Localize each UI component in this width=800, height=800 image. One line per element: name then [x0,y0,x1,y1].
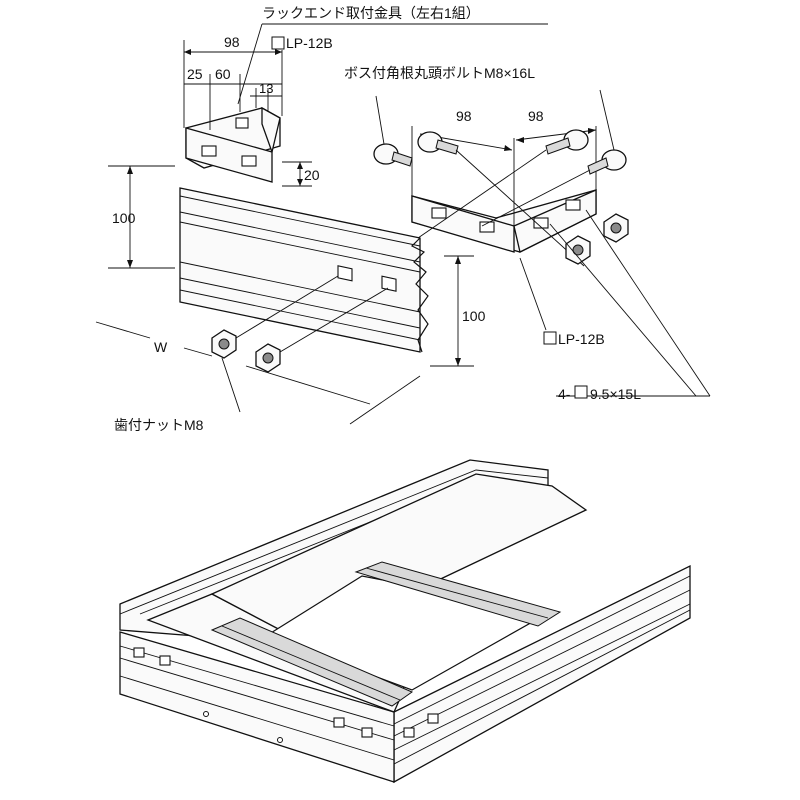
part-code-top: LP-12B [271,35,333,51]
rail-height-left-dim [108,165,175,269]
rail-height-right-dim [430,255,474,367]
assembled-cable-rack [119,459,691,784]
ladder-rail-profile [179,187,429,353]
toothed-nut-1 [211,329,237,359]
dim-60: 60 [215,66,231,82]
dim-98-left: 98 [224,34,240,50]
toothed-nut-3 [565,235,591,265]
bolt-4 [587,149,627,175]
bolt-label: ボス付角根丸頭ボルトM8×16L [344,65,535,81]
dim-25: 25 [187,66,203,82]
toothed-nut-2 [255,343,281,373]
width-dimension [95,321,421,425]
width-label: W [154,339,168,355]
right-end-bracket [411,189,597,253]
dim-20: 20 [304,167,320,183]
left-end-bracket [185,106,281,183]
slot-spec-text: 9.5×15L [590,386,641,402]
dim-13: 13 [259,81,273,96]
bolt-1 [373,143,413,167]
slot-spec-label: 4- 9.5×15L [558,385,641,402]
toothed-nut-4 [603,213,629,243]
slot-spec-prefix: 4- [558,386,571,402]
part-code-right: LP-12B [543,331,605,347]
dim-100-right: 100 [462,308,486,324]
part-code-lp12b-top: LP-12B [286,35,333,51]
toothed-nut-label: 歯付ナットM8 [114,417,204,433]
bolt-3 [545,129,589,155]
bracket-title: ラックエンド取付金具（左右1組） [262,5,480,21]
dim-100-left: 100 [112,210,136,226]
left-bracket-dimensions [183,40,312,187]
dim-98-right-b: 98 [528,108,544,124]
part-code-lp12b-right: LP-12B [558,331,605,347]
bolt-2 [417,131,459,155]
dim-98-right-a: 98 [456,108,472,124]
